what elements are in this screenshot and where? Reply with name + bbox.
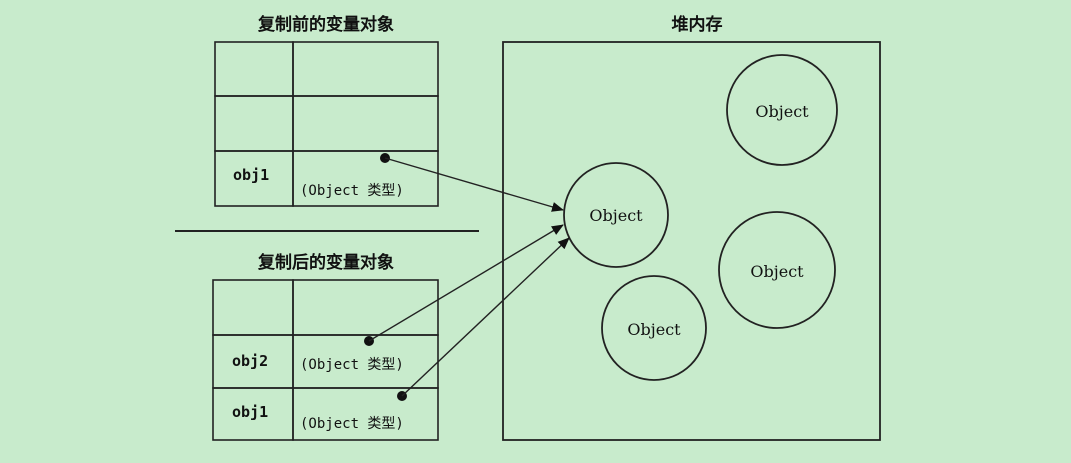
heap-object-shared — [563, 162, 669, 268]
heap-object-top-right-label: Object — [755, 102, 809, 121]
after-obj2-arrow — [368, 224, 564, 342]
before-variable-table: obj1 (Object 类型) — [214, 41, 439, 207]
before-row-1-name-cell — [214, 95, 294, 152]
heap-title: 堆内存 — [672, 14, 723, 35]
heap-object-bottom — [601, 275, 707, 381]
after-row-2-name: obj1 — [232, 403, 268, 421]
after-row-2-value-cell — [292, 387, 439, 441]
before-row-2-name: obj1 — [233, 166, 269, 184]
after-row-1-value: (Object 类型) — [300, 357, 404, 373]
after-row-0-value-cell — [292, 279, 439, 336]
before-row-1-value-cell — [292, 95, 439, 152]
before-row-2-value-cell — [292, 150, 439, 207]
after-variable-table: obj2 (Object 类型) obj1 (Object 类型) — [212, 279, 439, 441]
before-obj1-arrow — [384, 157, 564, 212]
after-row-0-name-cell — [212, 279, 294, 336]
after-title: 复制后的变量对象 — [257, 252, 394, 273]
heap-object-top-right — [726, 54, 838, 166]
before-row-2-value: (Object 类型) — [300, 183, 404, 199]
after-obj1-arrow — [401, 237, 570, 397]
before-row-0-value-cell — [292, 41, 439, 97]
heap-box — [502, 41, 881, 441]
heap-object-shared-label: Object — [589, 206, 643, 225]
heap-object-bottom-label: Object — [627, 320, 681, 339]
after-row-2-value: (Object 类型) — [300, 416, 404, 432]
heap-object-mid-right — [718, 211, 836, 329]
heap-objects: Object Object Object Object — [563, 54, 838, 381]
before-title: 复制前的变量对象 — [257, 14, 394, 35]
after-row-1-name: obj2 — [232, 352, 268, 370]
before-row-0-name-cell — [214, 41, 294, 97]
heap-object-mid-right-label: Object — [750, 262, 804, 281]
